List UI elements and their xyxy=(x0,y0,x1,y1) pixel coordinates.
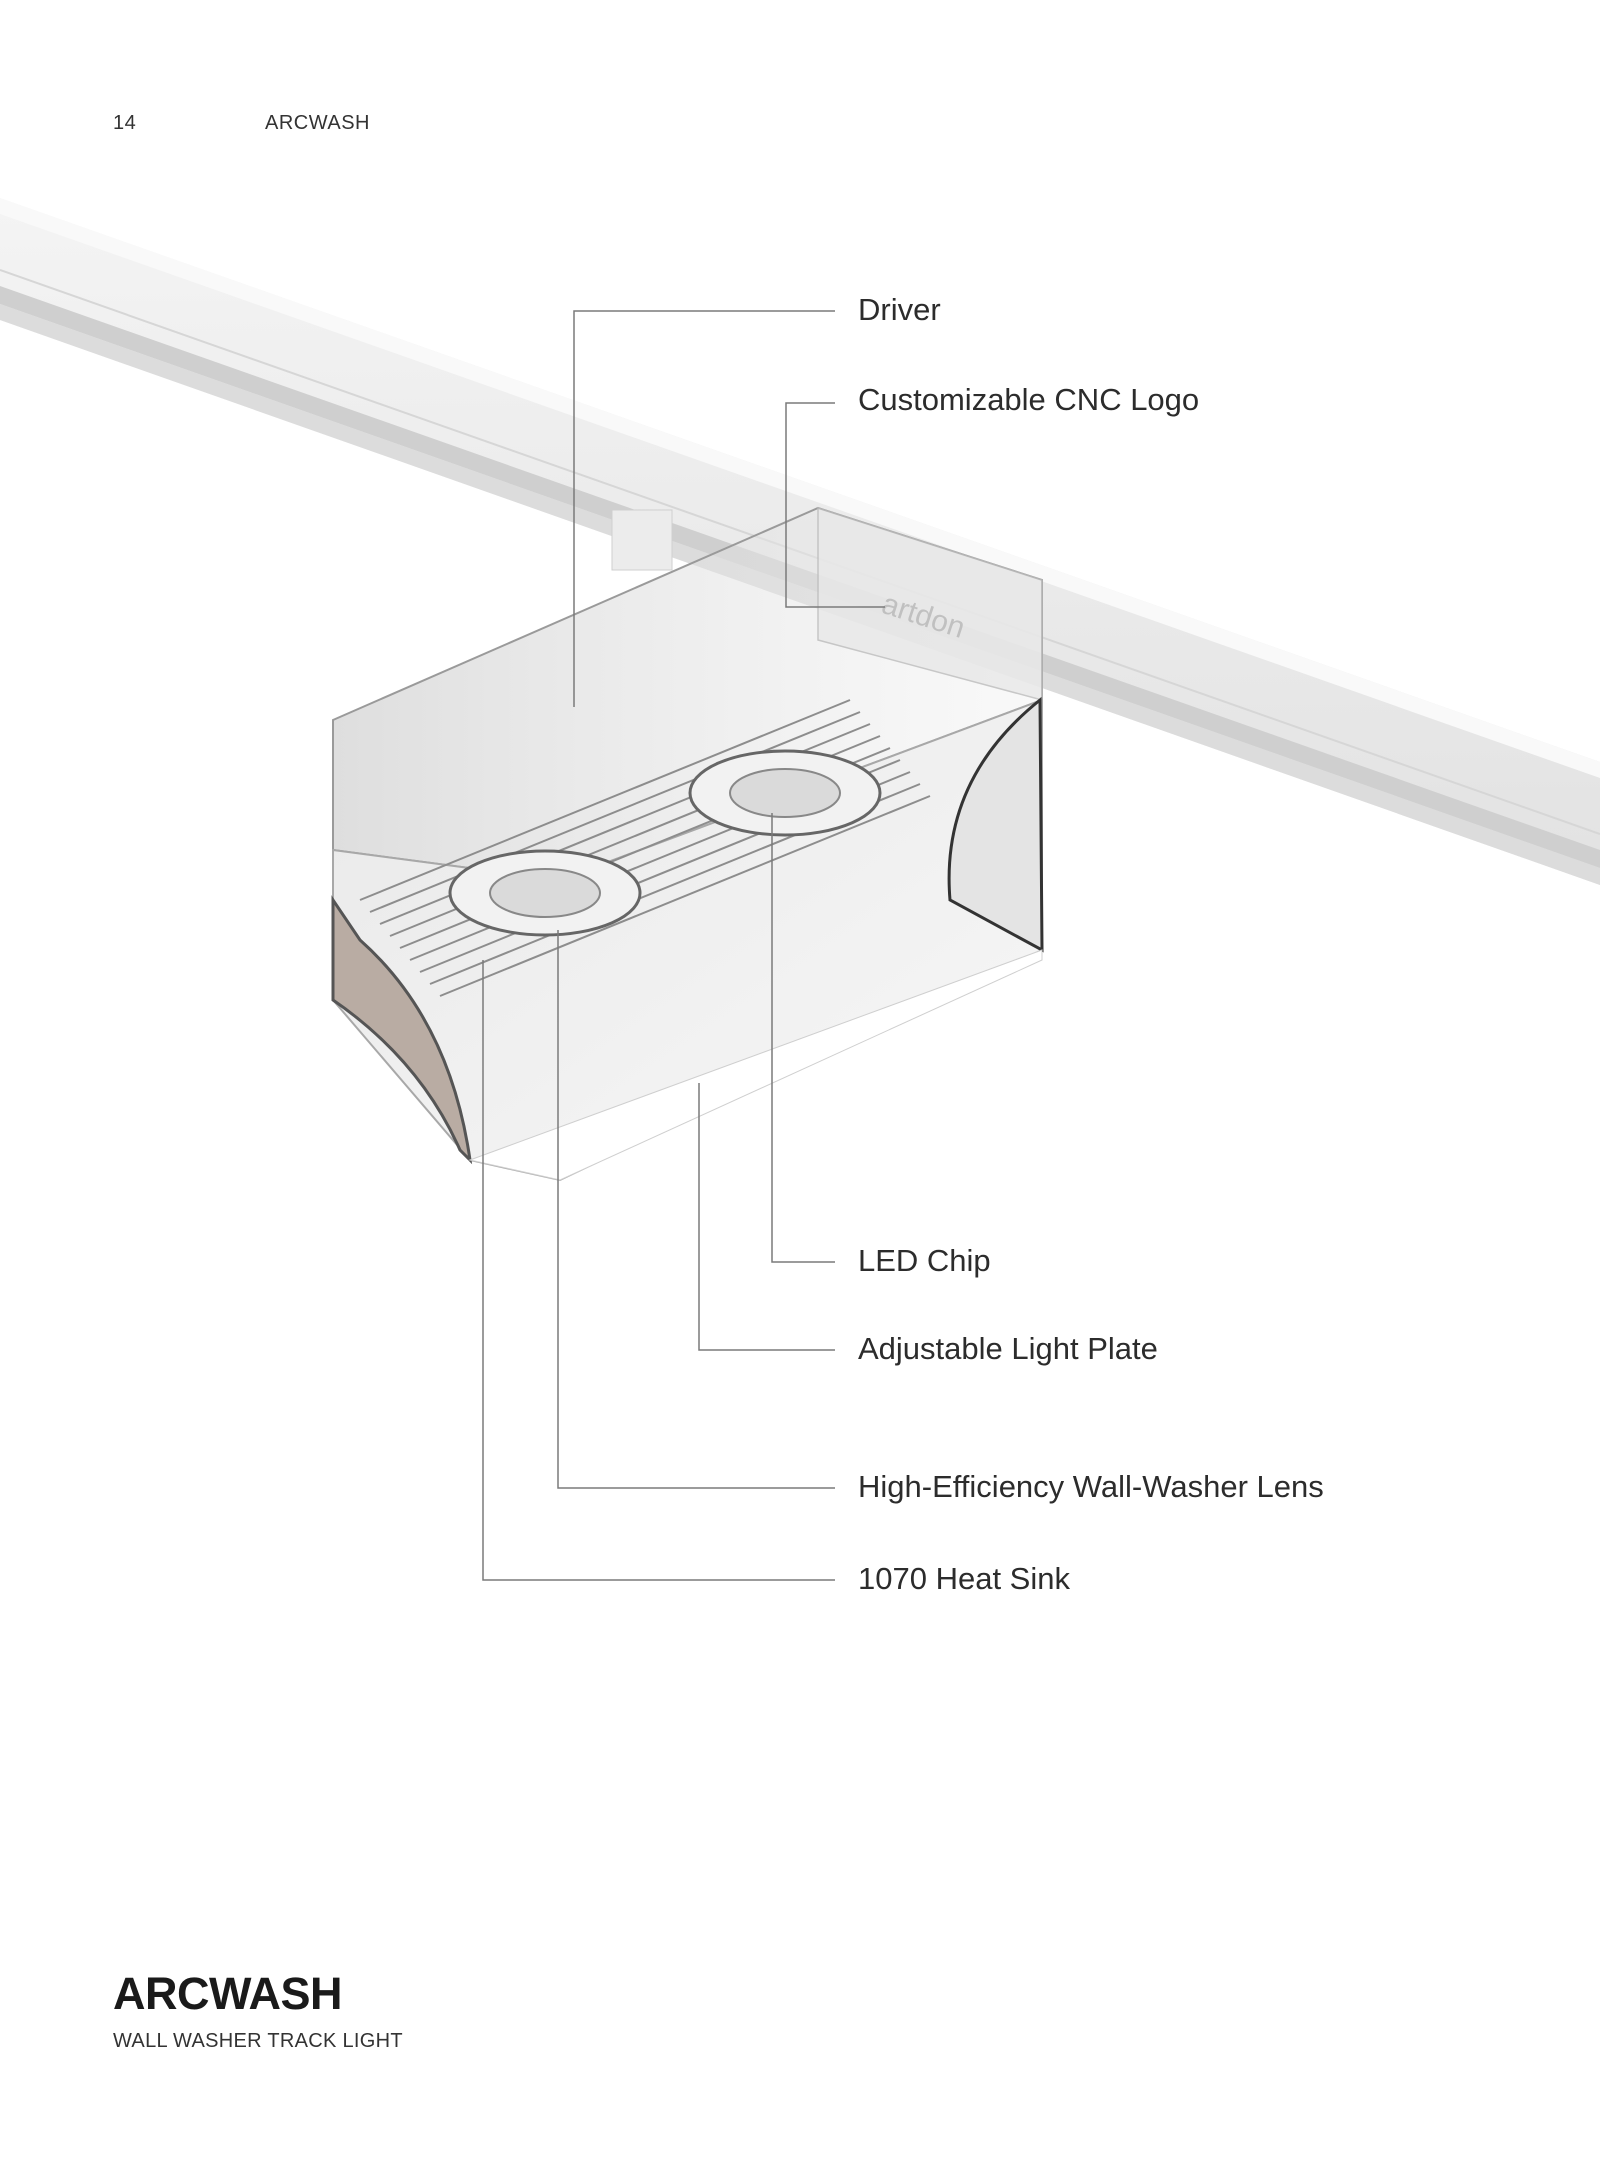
leader-light-plate xyxy=(698,1083,835,1351)
running-header: ARCWASH xyxy=(265,112,370,134)
callout-lens: High-Efficiency Wall-Washer Lens xyxy=(858,1469,1324,1504)
callout-light-plate: Adjustable Light Plate xyxy=(858,1331,1158,1366)
callout-cnc-logo: Customizable CNC Logo xyxy=(858,382,1200,417)
callout-driver: Driver xyxy=(858,292,941,327)
product-name: ARCWASH xyxy=(113,1968,343,2019)
fixture-body xyxy=(331,506,1044,1182)
leader-heat-sink xyxy=(482,960,835,1581)
callout-led-chip: LED Chip xyxy=(858,1243,991,1278)
leader-driver xyxy=(573,310,835,707)
callout-heat-sink: 1070 Heat Sink xyxy=(858,1561,1070,1596)
leader-lines xyxy=(482,310,885,1581)
leader-cnc-logo xyxy=(785,402,885,608)
leader-lens xyxy=(557,930,835,1489)
leader-led-chip xyxy=(771,813,835,1263)
page-number: 14 xyxy=(113,112,137,134)
product-type: WALL WASHER TRACK LIGHT xyxy=(113,2030,403,2052)
